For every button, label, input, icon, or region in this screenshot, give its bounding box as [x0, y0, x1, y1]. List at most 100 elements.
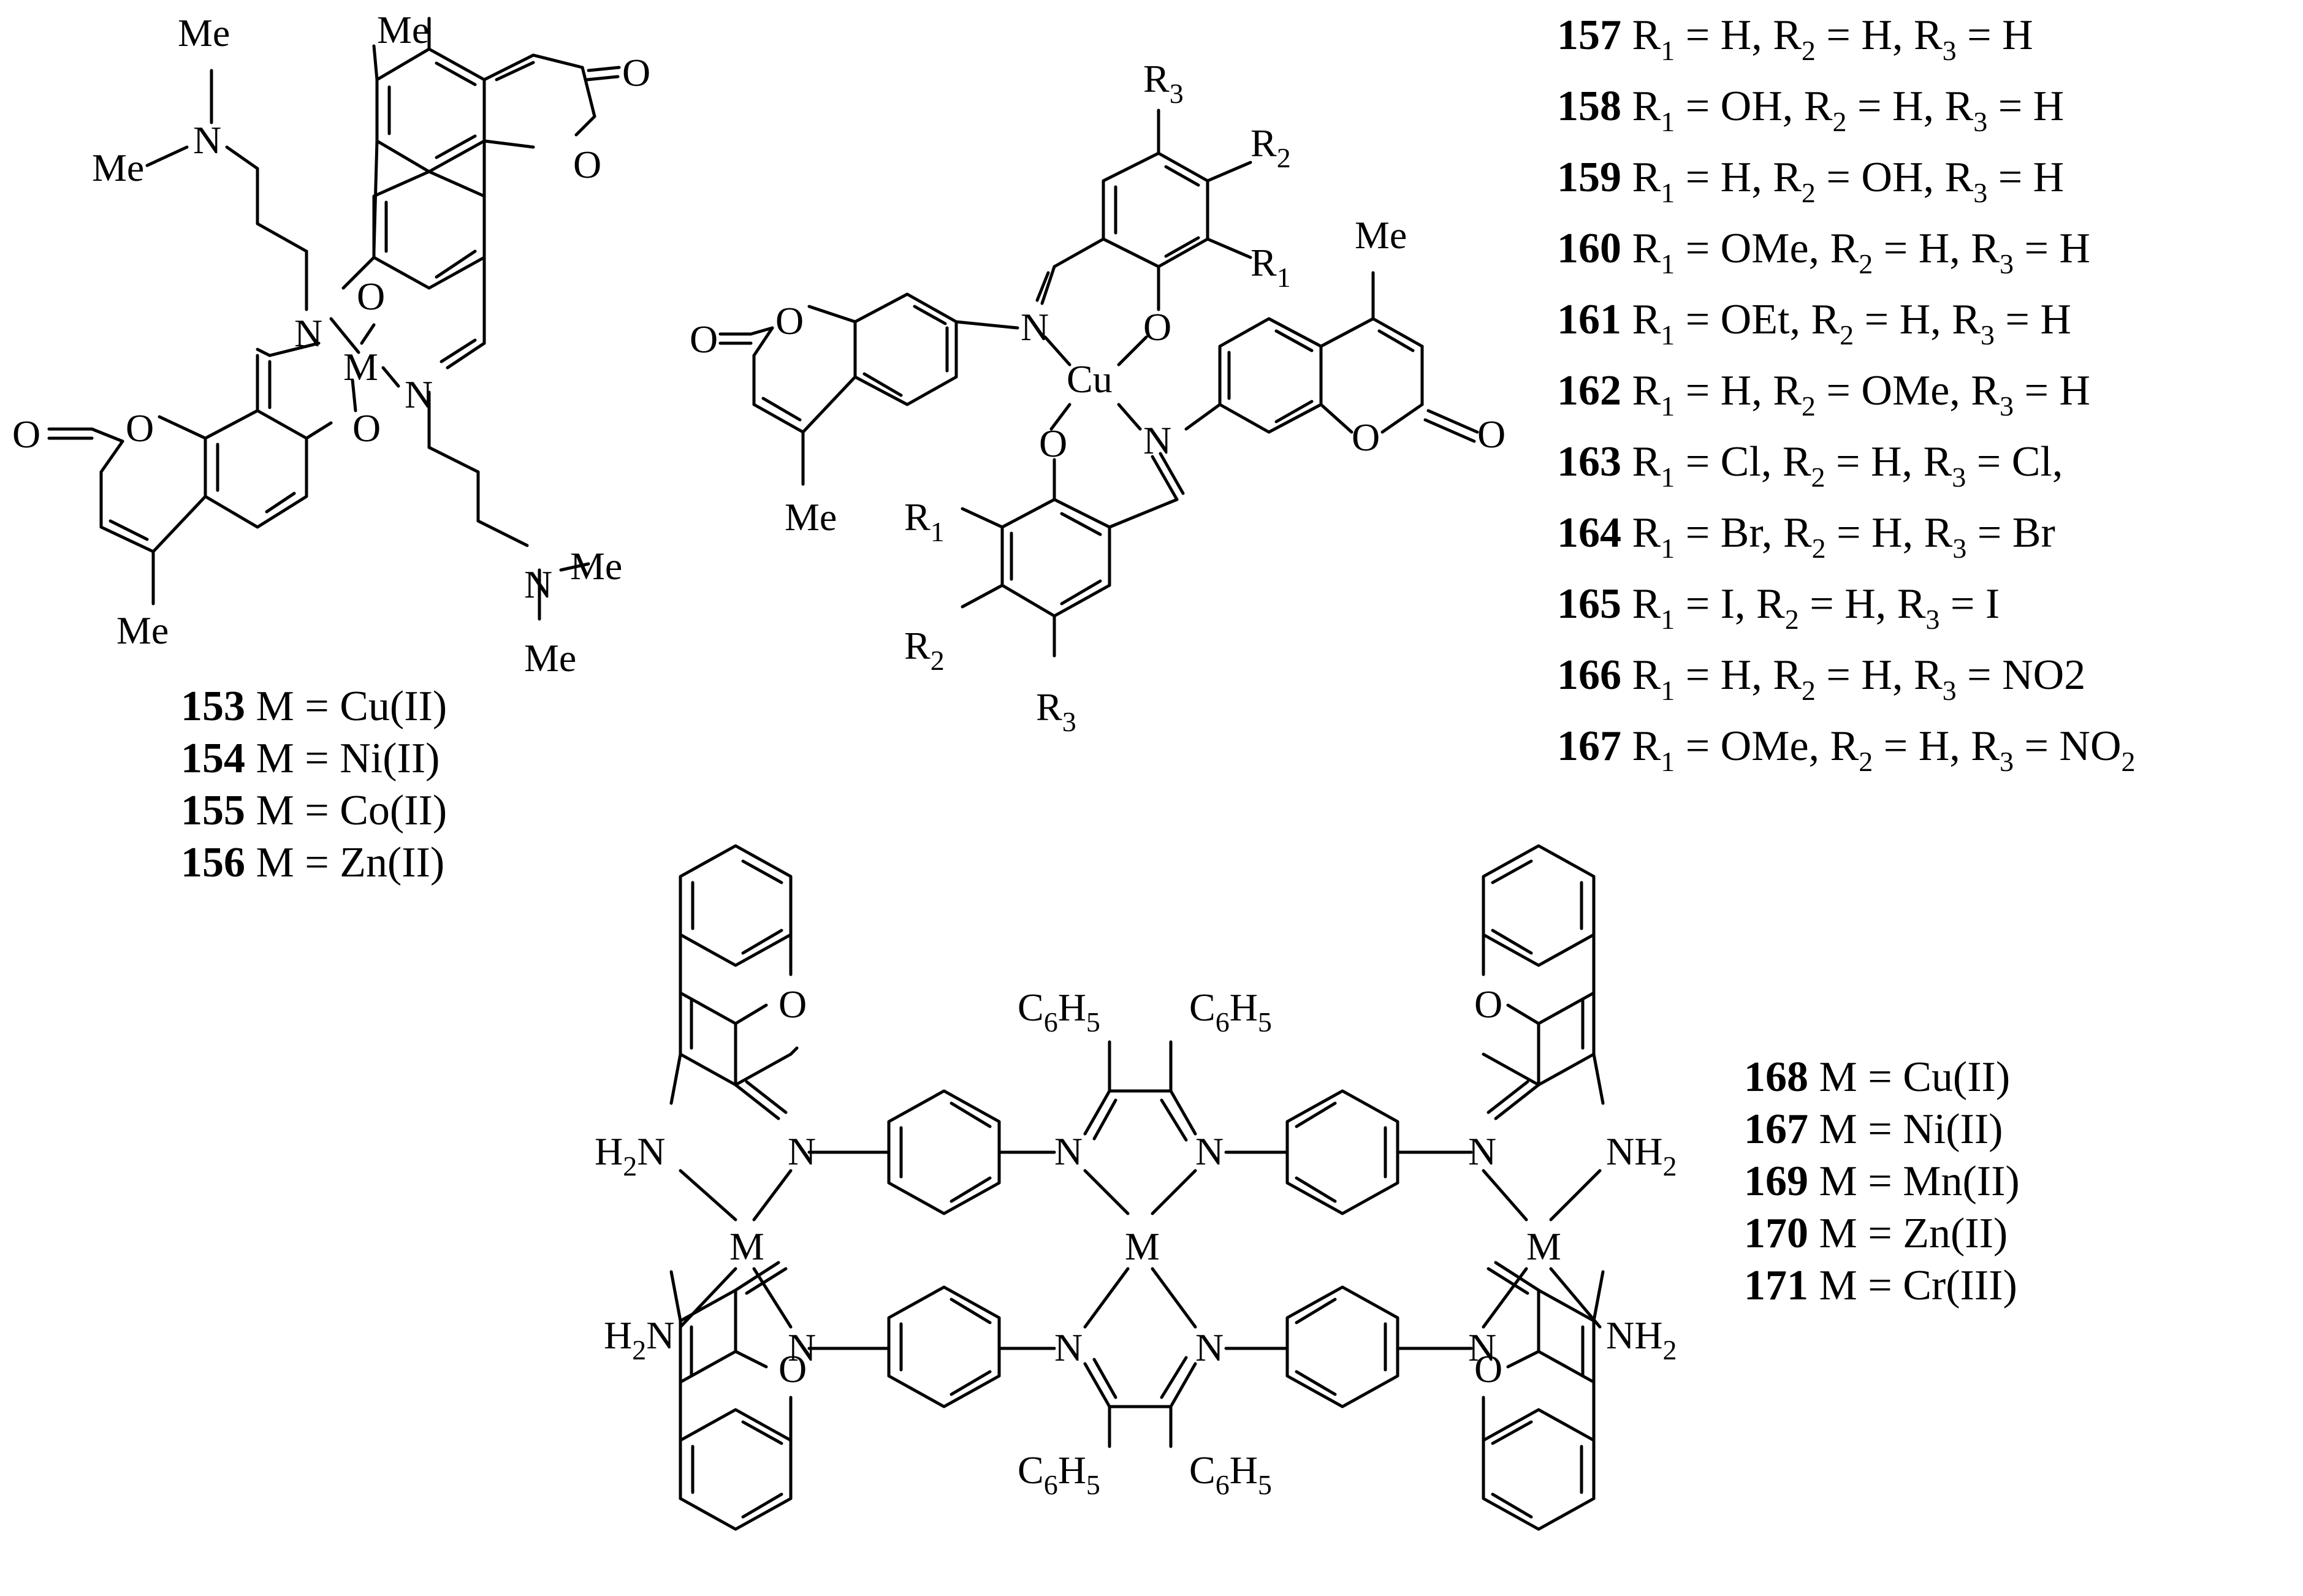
- label-167-ni: 167 M = Ni(II): [1744, 1106, 2003, 1153]
- atom-n-amine: N: [193, 118, 221, 162]
- label-164: 164 R1 = Br, R2 = H, R3 = Br: [1557, 509, 2055, 564]
- label-166: 166 R1 = H, R2 = H, R3 = NO2: [1557, 652, 2085, 706]
- bonds-157-left-coumarin: [718, 292, 1019, 486]
- atom-n-top-left: N: [788, 1130, 816, 1173]
- label-161: 161 R1 = OEt, R2 = H, R3 = H: [1557, 296, 2071, 351]
- bonds-157-bottom-phenyl: [961, 452, 1185, 658]
- atom-phenyl-bottom-right: C6H5: [1189, 1448, 1272, 1500]
- atoms-153: Me Me N O N M N O O O Me Me O O N Me Me: [12, 8, 650, 680]
- bonds-168-bottom-right-chromene: [1482, 1261, 1605, 1531]
- atom-phenyl-bottom-left: C6H5: [1018, 1448, 1100, 1500]
- atom-o-bottom-left: O: [778, 1347, 807, 1391]
- atom-o-top-right: O: [1474, 982, 1502, 1026]
- label-169: 169 M = Mn(II): [1744, 1158, 2020, 1205]
- atom-o-bottom-right: O: [1474, 1347, 1502, 1391]
- atom-o-ring-right-157: O: [1352, 416, 1380, 459]
- atom-n-amine-2: N: [524, 563, 552, 606]
- atom-n-central-1: N: [1054, 1130, 1083, 1173]
- atom-metal-center: M: [1125, 1225, 1160, 1268]
- atom-metal-left: M: [729, 1225, 764, 1268]
- bonds-153-coumarin-top-b: [341, 139, 486, 370]
- label-156: 156 M = Zn(II): [181, 839, 444, 886]
- atom-phenyl-top-right: C6H5: [1189, 986, 1272, 1038]
- atom-r2-bottom: R2: [904, 624, 945, 676]
- atom-n-bottom-right: N: [1468, 1326, 1496, 1369]
- atom-nh2-bottom-right: NH2: [1606, 1313, 1677, 1366]
- atom-cu: Cu: [1067, 357, 1113, 401]
- atom-o-carbonyl-left: O: [12, 412, 40, 456]
- atom-nh2-top-left: H2N: [595, 1130, 665, 1182]
- label-163: 163 R1 = Cl, R2 = H, R3 = Cl,: [1557, 438, 2063, 493]
- atom-r3-top: R3: [1143, 57, 1184, 109]
- bonds-168-bottom-left-chromene: [669, 1261, 793, 1531]
- label-159: 159 R1 = H, R2 = OH, R3 = H: [1557, 154, 2064, 208]
- bonds-153-coumarin-top: [372, 17, 621, 253]
- atom-r2-top: R2: [1250, 121, 1291, 173]
- atom-n-right-157: N: [1143, 419, 1171, 462]
- atom-o-ring-left-157: O: [775, 299, 804, 343]
- atom-r1-top: R1: [1250, 241, 1291, 293]
- structure-168-171: O O O O N N N N N N N N M M M H2N H2N NH…: [595, 844, 2020, 1531]
- bonds-157-right-coumarin: [1184, 271, 1479, 443]
- atom-n-right: N: [405, 373, 433, 416]
- bonds-153-amine-top: [145, 69, 308, 311]
- atom-me-left: Me: [116, 609, 169, 652]
- atom-o-bottom: O: [352, 406, 381, 450]
- label-155: 155 M = Co(II): [181, 787, 447, 834]
- atom-nh2-bottom-left: H2N: [604, 1313, 674, 1366]
- atom-o-ring-right: O: [573, 143, 601, 186]
- atom-n-central-4: N: [1195, 1326, 1224, 1369]
- atom-o-top-left: O: [778, 982, 807, 1026]
- atom-me-a: Me: [178, 11, 230, 55]
- label-158: 158 R1 = OH, R2 = H, R3 = H: [1557, 83, 2064, 137]
- label-157: 157 R1 = H, R2 = H, R3 = H: [1557, 12, 2033, 66]
- bonds-168-top-right-chromene: [1482, 844, 1605, 1120]
- atom-o-carbonyl-right: O: [622, 51, 650, 94]
- labels-153-156: 153 M = Cu(II) 154 M = Ni(II) 155 M = Co…: [181, 683, 447, 886]
- atoms-168: O O O O N N N N N N N N M M M H2N H2N NH…: [595, 982, 1677, 1500]
- label-162: 162 R1 = H, R2 = OMe, R3 = H: [1557, 367, 2090, 422]
- atom-r3-bottom: R3: [1036, 685, 1076, 737]
- bonds-168-central: [1083, 1040, 1197, 1448]
- bonds-153-metal: [256, 317, 590, 621]
- atom-me-left-157: Me: [785, 495, 837, 539]
- structure-153-156: Me Me N O N M N O O O Me Me O O N Me Me …: [12, 8, 650, 886]
- atom-phenyl-top-left: C6H5: [1018, 986, 1100, 1038]
- label-154: 154 M = Ni(II): [181, 735, 440, 782]
- atom-n-top-right: N: [1468, 1130, 1496, 1173]
- atom-n-central-2: N: [1195, 1130, 1224, 1173]
- atom-nh2-top-right: NH2: [1606, 1130, 1677, 1182]
- label-170: 170 M = Zn(II): [1744, 1210, 2008, 1257]
- structure-157-167: R3 R2 R1 O N Cu O N O O Me Me O O R1 R2 …: [690, 12, 2136, 777]
- bonds-157-cu: [1043, 335, 1148, 431]
- atom-me-right: Me: [377, 8, 429, 51]
- bonds-168-phenylenes: [807, 1089, 1473, 1408]
- atoms-157: R3 R2 R1 O N Cu O N O O Me Me O O R1 R2 …: [690, 57, 1506, 737]
- bonds-153-coumarin-bottom: [47, 354, 333, 606]
- atom-me-right-157: Me: [1355, 213, 1407, 257]
- labels-157-167: 157 R1 = H, R2 = H, R3 = H 158 R1 = OH, R…: [1557, 12, 2136, 777]
- atom-r1-bottom: R1: [904, 495, 945, 547]
- atom-n-bottom-left: N: [788, 1326, 816, 1369]
- labels-168-171: 168 M = Cu(II) 167 M = Ni(II) 169 M = Mn…: [1744, 1054, 2020, 1309]
- atom-metal-right: M: [1526, 1225, 1561, 1268]
- atom-o-phenol-bottom: O: [1039, 422, 1067, 465]
- bonds-168-coordination: [679, 1169, 1602, 1329]
- label-171: 171 M = Cr(III): [1744, 1262, 2017, 1309]
- atom-n-left-157: N: [1021, 305, 1049, 349]
- label-160: 160 R1 = OMe, R2 = H, R3 = H: [1557, 225, 2090, 279]
- bonds-168-top-left-chromene: [669, 844, 799, 1120]
- atom-n-central-3: N: [1054, 1326, 1083, 1369]
- atom-o-ring-left: O: [126, 406, 154, 450]
- atom-me-b: Me: [92, 146, 144, 189]
- atom-o-phenol-top: O: [1143, 305, 1171, 349]
- label-165: 165 R1 = I, R2 = H, R3 = I: [1557, 580, 2000, 635]
- atom-n-left: N: [294, 311, 322, 355]
- atom-m: M: [343, 345, 378, 389]
- label-168: 168 M = Cu(II): [1744, 1054, 2010, 1101]
- atom-o-carbonyl-left-157: O: [690, 317, 718, 361]
- atom-me-c: Me: [570, 544, 622, 588]
- label-167: 167 R1 = OMe, R2 = H, R3 = NO2: [1557, 723, 2136, 777]
- atom-o-carbonyl-right-157: O: [1477, 412, 1506, 456]
